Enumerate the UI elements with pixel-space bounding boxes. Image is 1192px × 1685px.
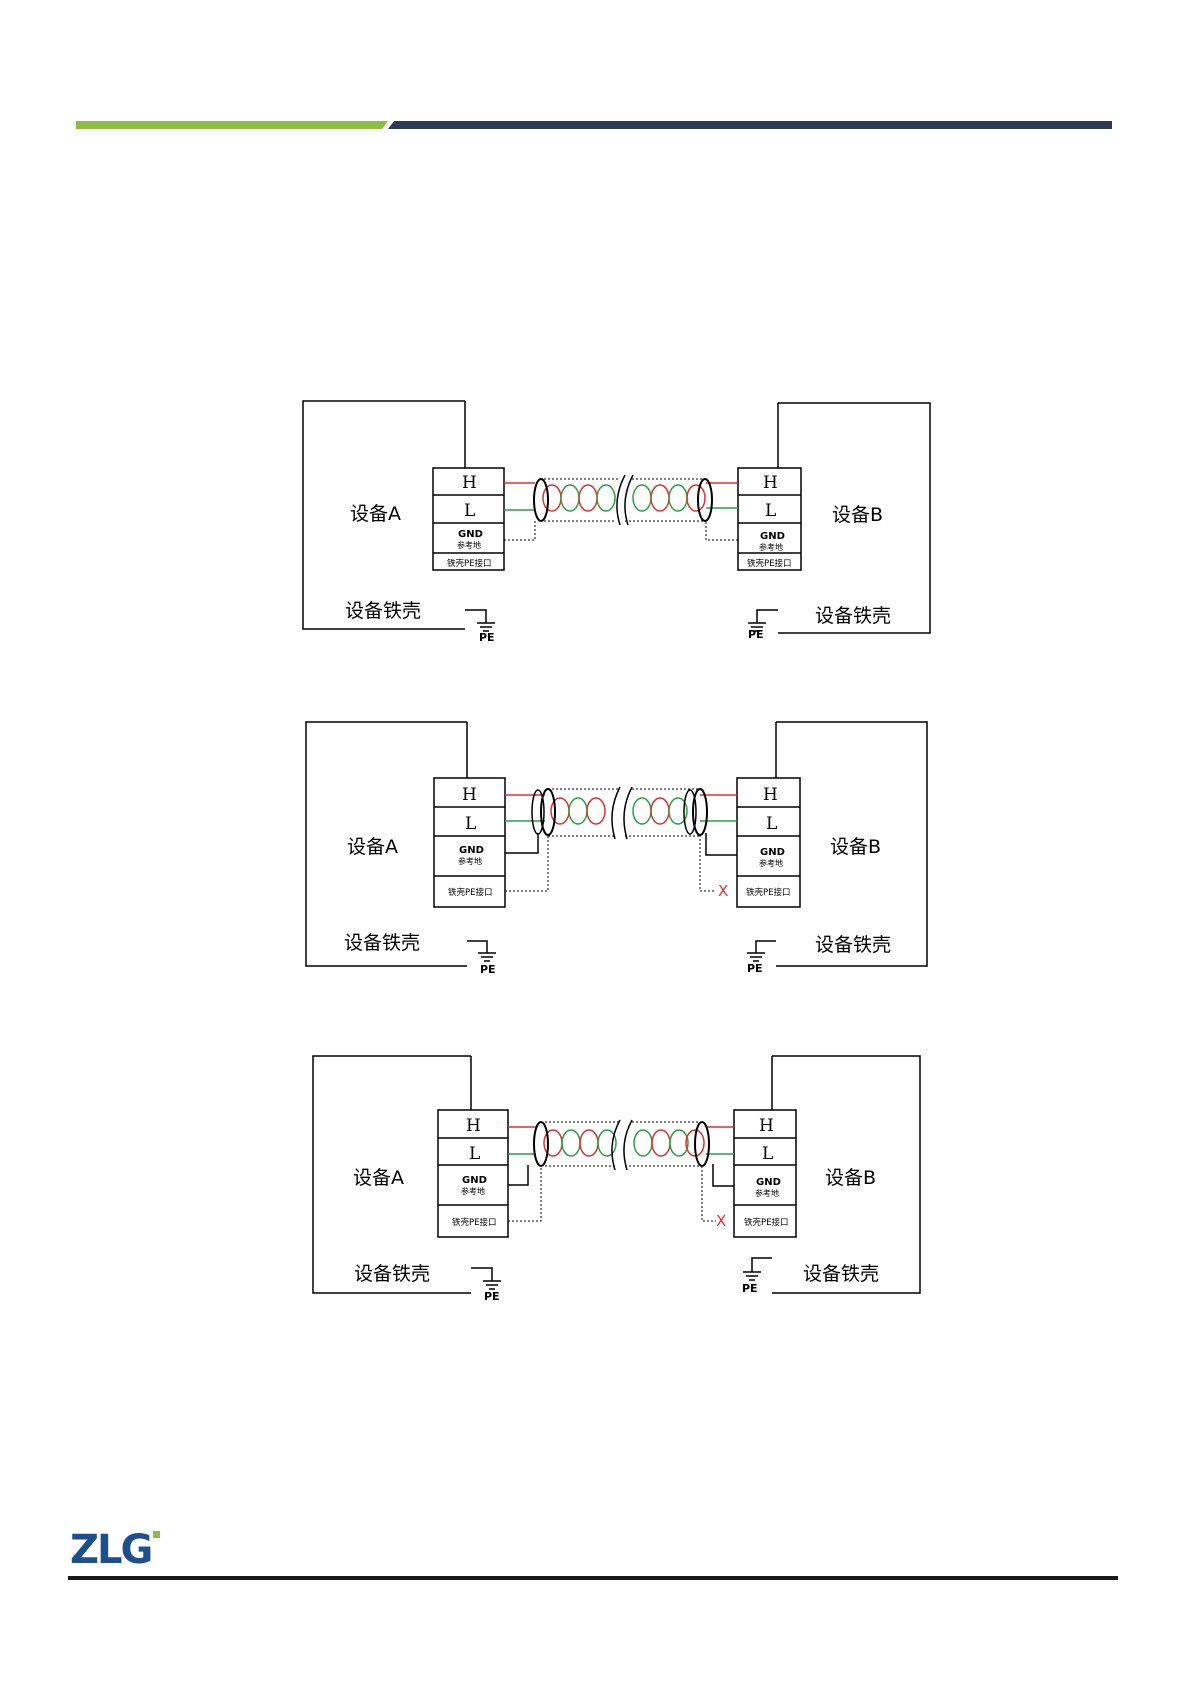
zlg-logo-accent bbox=[153, 1531, 160, 1538]
terminal-a-l: L bbox=[469, 1144, 480, 1164]
terminal-b-pe-port: 铁壳PE接口 bbox=[746, 887, 791, 898]
terminal-block-b: H L GND 参考地 铁壳PE接口 bbox=[738, 468, 801, 570]
terminal-a-h: H bbox=[462, 473, 477, 493]
ground-b-label: PE bbox=[748, 628, 764, 641]
terminal-block-a: H L GND 参考地 铁壳PE接口 bbox=[438, 1110, 508, 1237]
ground-a-label: PE bbox=[479, 631, 495, 644]
terminal-a-pe-port: 铁壳PE接口 bbox=[447, 558, 492, 569]
terminal-a-gnd: GND bbox=[458, 529, 483, 540]
case-a-label: 设备铁壳 bbox=[344, 932, 420, 954]
terminal-block-b: H L GND 参考地 铁壳PE接口 bbox=[734, 1110, 796, 1237]
terminal-b-gnd: GND bbox=[756, 1177, 781, 1188]
terminal-block-a: H L GND 参考地 铁壳PE接口 bbox=[434, 778, 505, 907]
ground-a: PE bbox=[465, 610, 495, 644]
ground-a: PE bbox=[471, 1268, 501, 1303]
terminal-b-gnd-sub: 参考地 bbox=[759, 858, 783, 868]
case-b-label: 设备铁壳 bbox=[815, 934, 891, 956]
terminal-a-gnd: GND bbox=[462, 1175, 487, 1186]
ground-b: PE bbox=[747, 941, 776, 975]
terminal-b-h: H bbox=[763, 473, 778, 493]
terminal-b-gnd-sub: 参考地 bbox=[759, 542, 783, 552]
terminal-a-l: L bbox=[464, 501, 475, 521]
header-accent-stripe bbox=[76, 121, 388, 129]
device-a-label: 设备A bbox=[350, 503, 401, 525]
terminal-b-pe-port: 铁壳PE接口 bbox=[747, 558, 792, 569]
terminal-b-gnd: GND bbox=[760, 847, 785, 858]
diagram-2: 设备A 设备铁壳 H L GND 参考地 铁壳PE接口 PE 设备B 设备铁壳 … bbox=[0, 715, 1192, 980]
terminal-b-pe-port: 铁壳PE接口 bbox=[744, 1217, 789, 1228]
terminal-b-gnd: GND bbox=[760, 531, 785, 542]
device-b-label: 设备B bbox=[830, 836, 881, 858]
terminal-b-h: H bbox=[763, 785, 778, 805]
device-b-label: 设备B bbox=[832, 504, 883, 526]
header-bar bbox=[0, 0, 1192, 140]
terminal-a-pe-port: 铁壳PE接口 bbox=[448, 887, 493, 898]
device-a-label: 设备A bbox=[353, 1167, 404, 1189]
ground-a-label: PE bbox=[484, 1290, 500, 1303]
ground-b-label: PE bbox=[742, 1282, 758, 1295]
terminal-a-l: L bbox=[465, 814, 476, 834]
terminal-b-h: H bbox=[759, 1116, 774, 1136]
terminal-block-b: H L GND 参考地 铁壳PE接口 bbox=[737, 778, 800, 907]
terminal-b-l: L bbox=[765, 501, 776, 521]
terminal-a-gnd-sub: 参考地 bbox=[461, 1186, 485, 1196]
twisted-pair-cable bbox=[504, 475, 738, 540]
disconnect-mark: X bbox=[718, 882, 728, 900]
case-b-label: 设备铁壳 bbox=[815, 605, 891, 627]
diagram-1: 设备A 设备铁壳 H L GND 参考地 铁壳PE接口 PE 设备B 设备铁壳 … bbox=[0, 395, 1192, 645]
zlg-logo: ZLG bbox=[70, 1529, 165, 1573]
terminal-b-l: L bbox=[762, 1144, 773, 1164]
terminal-block-a: H L GND 参考地 铁壳PE接口 bbox=[433, 468, 504, 570]
ground-a: PE bbox=[467, 941, 496, 976]
terminal-b-l: L bbox=[766, 814, 777, 834]
terminal-a-h: H bbox=[462, 785, 477, 805]
diagram-3: 设备A 设备铁壳 H L GND 参考地 铁壳PE接口 PE 设备B 设备铁壳 … bbox=[0, 1050, 1192, 1305]
case-b-label: 设备铁壳 bbox=[803, 1263, 879, 1285]
ground-b: PE bbox=[748, 610, 778, 641]
case-a-label: 设备铁壳 bbox=[345, 600, 421, 622]
twisted-pair-cable: X bbox=[508, 1120, 734, 1230]
terminal-b-gnd-sub: 参考地 bbox=[755, 1188, 779, 1198]
ground-b: PE bbox=[742, 1258, 772, 1295]
footer: ZLG bbox=[0, 1520, 1192, 1600]
ground-a-label: PE bbox=[480, 963, 496, 976]
footer-divider bbox=[68, 1576, 1118, 1580]
terminal-a-h: H bbox=[466, 1116, 481, 1136]
terminal-a-gnd-sub: 参考地 bbox=[458, 856, 482, 866]
device-a-label: 设备A bbox=[347, 836, 398, 858]
ground-b-label: PE bbox=[747, 962, 763, 975]
device-b-label: 设备B bbox=[825, 1167, 876, 1189]
twisted-pair-cable: X bbox=[505, 787, 737, 900]
case-a-label: 设备铁壳 bbox=[354, 1263, 430, 1285]
disconnect-mark: X bbox=[716, 1212, 726, 1230]
terminal-a-pe-port: 铁壳PE接口 bbox=[452, 1217, 497, 1228]
header-dark-stripe bbox=[388, 121, 1112, 129]
zlg-logo-text: ZLG bbox=[70, 1529, 151, 1569]
terminal-a-gnd: GND bbox=[459, 845, 484, 856]
terminal-a-gnd-sub: 参考地 bbox=[457, 540, 481, 550]
